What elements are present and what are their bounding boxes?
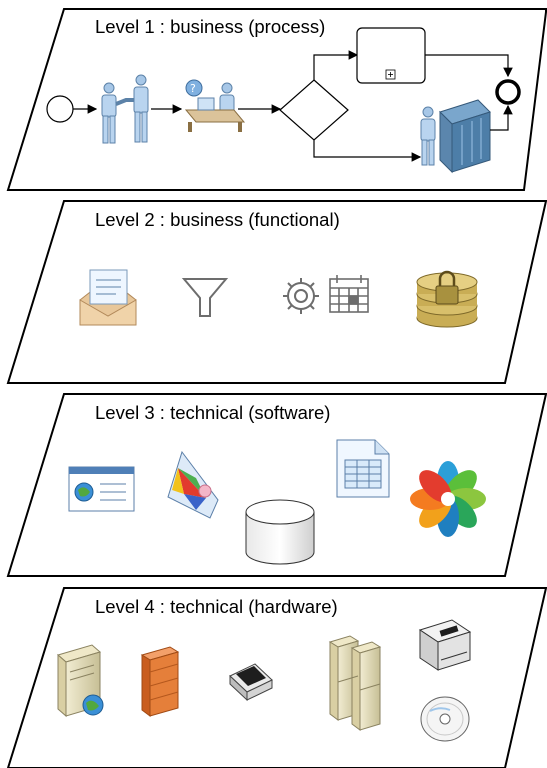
scanner-icon	[229, 663, 273, 702]
level-4-panel	[6, 587, 547, 768]
database-cylinder-icon	[245, 499, 315, 565]
printer-icon	[418, 619, 472, 671]
prism-application-icon	[167, 450, 219, 519]
level-2-panel	[6, 200, 547, 384]
envelope-letter-icon	[79, 269, 137, 326]
level-3-panel	[6, 393, 547, 577]
spreadsheet-document-icon	[336, 439, 390, 498]
gear-icon	[283, 278, 319, 314]
firewall-icon	[140, 646, 180, 717]
optical-disc-icon	[420, 696, 470, 742]
level-1-title: Level 1 : business (process)	[95, 16, 326, 37]
locked-database-icon	[416, 270, 478, 328]
svg-text:?: ?	[190, 82, 196, 95]
level-2-title: Level 2 : business (functional)	[95, 209, 340, 230]
start-event	[46, 95, 74, 123]
handshake-people-icon	[101, 74, 149, 144]
desk-worker-question-icon: ?	[184, 79, 246, 132]
server-cluster-icon	[328, 635, 382, 731]
level-4-title: Level 4 : technical (hardware)	[95, 596, 338, 617]
filter-funnel-icon	[181, 278, 229, 317]
calendar-icon	[329, 275, 369, 313]
process-flow: ?	[46, 27, 521, 174]
flower-logo-icon	[410, 461, 486, 537]
server-network-icon	[56, 644, 104, 718]
worker-server-rack-icon	[420, 99, 491, 174]
end-event	[495, 79, 521, 105]
level-3-title: Level 3 : technical (software)	[95, 402, 331, 423]
browser-window-icon	[68, 466, 135, 512]
